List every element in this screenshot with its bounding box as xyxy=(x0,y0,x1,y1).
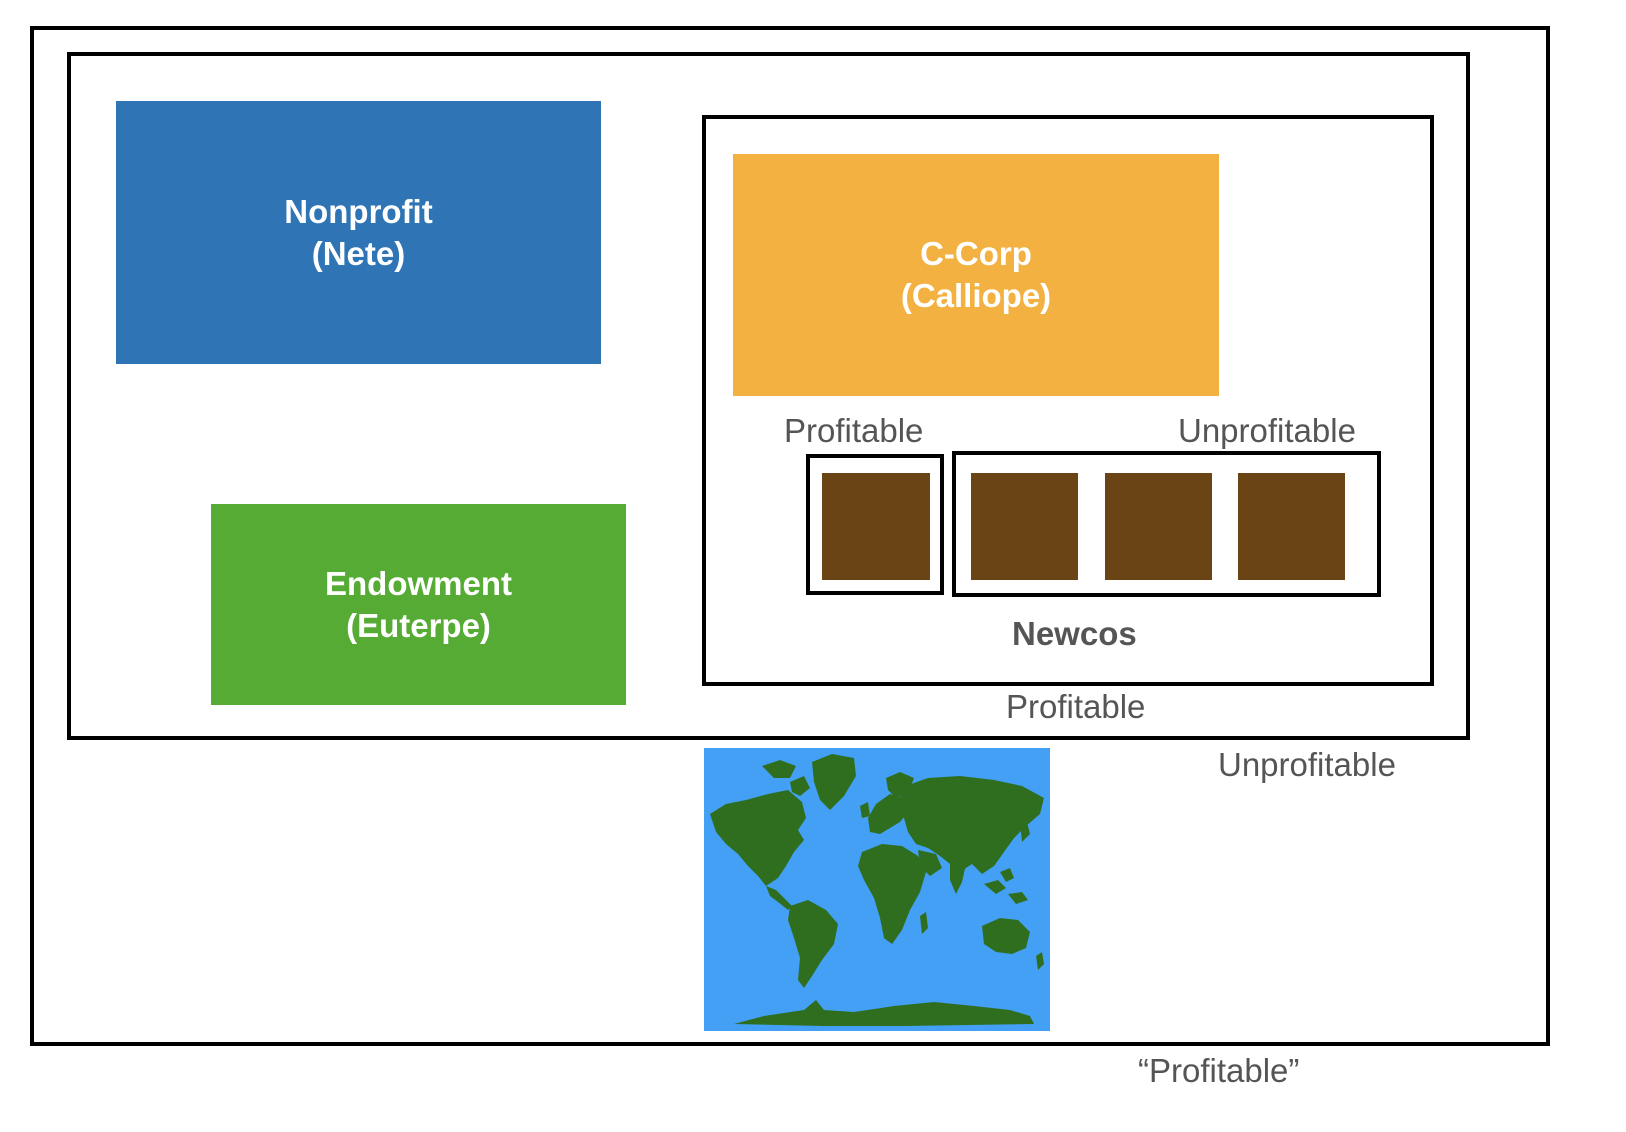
newco-block xyxy=(1105,473,1212,580)
unprofitable-newcos-frame xyxy=(952,451,1381,597)
world-map-icon xyxy=(704,748,1050,1031)
ccorp-subtitle: (Calliope) xyxy=(900,277,1052,314)
inner-frame xyxy=(67,52,1470,740)
inner-frame-label: Unprofitable xyxy=(1218,746,1396,783)
newco-block xyxy=(1238,473,1345,580)
ccorp-title: C-Corp xyxy=(920,235,1032,272)
newco-block xyxy=(822,473,930,580)
nonprofit-block: Nonprofit (Nete) xyxy=(116,101,601,364)
nonprofit-subtitle: (Nete) xyxy=(311,234,406,272)
newco-block xyxy=(971,473,1078,580)
ccorp-block: C-Corp (Calliope) xyxy=(733,154,1219,396)
nonprofit-title: Nonprofit xyxy=(284,192,433,230)
outer-frame-label: “Profitable” xyxy=(1138,1052,1300,1089)
ccorp-frame xyxy=(702,115,1434,686)
newcos-unprofitable-label: Unprofitable xyxy=(1178,412,1356,449)
profitable-newcos-frame xyxy=(806,454,944,595)
endowment-block: Endowment (Euterpe) xyxy=(211,504,626,705)
endowment-title: Endowment xyxy=(325,564,512,602)
outer-frame xyxy=(30,26,1550,1046)
newcos-profitable-label: Profitable xyxy=(784,412,924,449)
ccorp-frame-label: Profitable xyxy=(1006,688,1146,725)
endowment-subtitle: (Euterpe) xyxy=(346,606,491,644)
newcos-label: Newcos xyxy=(1012,615,1137,652)
